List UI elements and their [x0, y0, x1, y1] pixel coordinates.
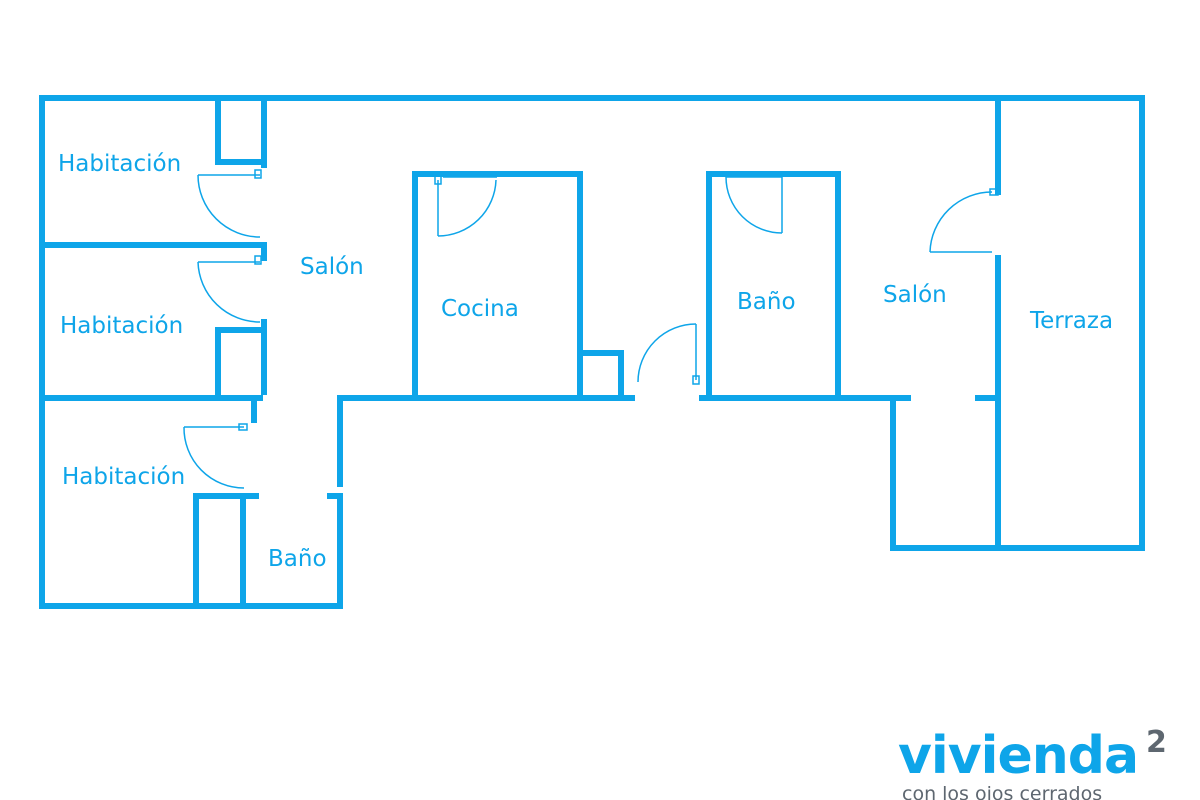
- brand-superscript: 2: [1146, 726, 1167, 760]
- door-jamb: [254, 255, 262, 265]
- doors: [183, 169, 999, 489]
- door-swing: [183, 426, 245, 489]
- walls: [39, 95, 1145, 609]
- door-jamb: [254, 169, 262, 179]
- room-label-cocina: Cocina: [441, 296, 519, 322]
- room-label-bano-2: Baño: [268, 546, 327, 572]
- brand-logo: vivienda 2 con los ojos cerrados: [898, 726, 1188, 800]
- door-swing: [197, 174, 261, 238]
- room-label-bano-1: Baño: [737, 289, 796, 315]
- room-label-salon-2: Salón: [883, 282, 947, 308]
- door-swing: [197, 261, 261, 323]
- door-swing: [725, 176, 783, 234]
- room-labels: Habitación Habitación Habitación Salón C…: [58, 151, 1113, 572]
- room-label-habitacion-3: Habitación: [62, 464, 185, 490]
- door-swing: [437, 179, 497, 237]
- brand-tagline: con los ojos cerrados: [902, 783, 1103, 800]
- room-label-habitacion-2: Habitación: [60, 313, 183, 339]
- room-label-habitacion-1: Habitación: [58, 151, 181, 177]
- room-label-salon-1: Salón: [300, 254, 364, 280]
- brand-name: vivienda: [898, 726, 1139, 786]
- door-swing: [637, 323, 697, 383]
- room-label-terraza: Terraza: [1029, 308, 1113, 334]
- door-swing: [929, 191, 993, 253]
